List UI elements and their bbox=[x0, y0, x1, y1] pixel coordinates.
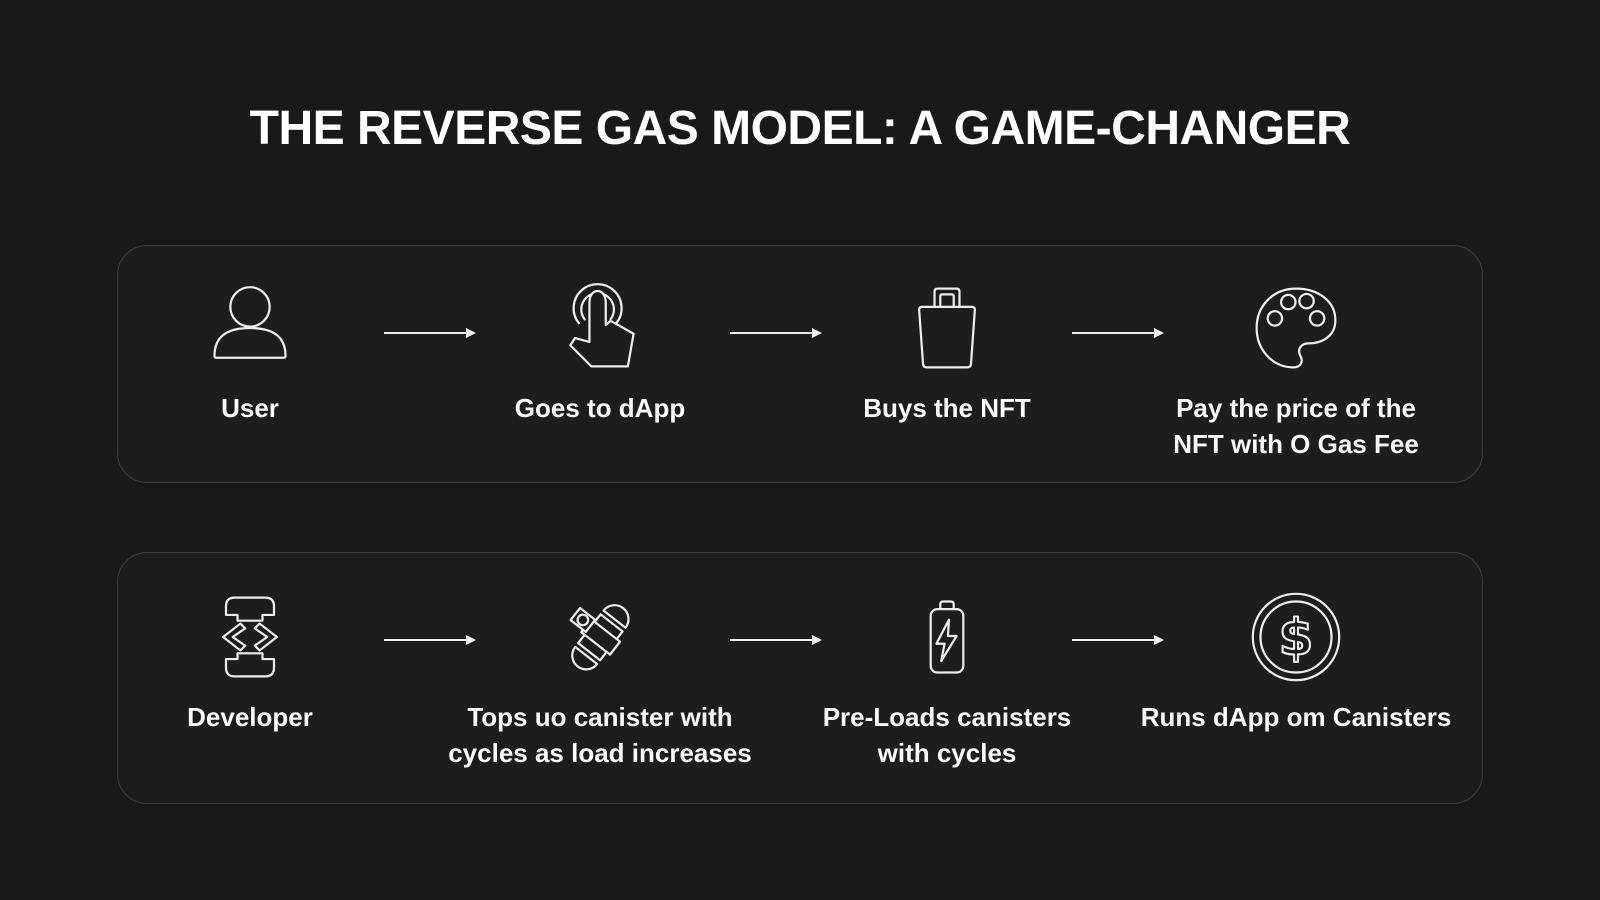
step-label: Pay the price of the NFT with O Gas Fee bbox=[1173, 393, 1419, 459]
step-goes-to-dapp: Goes to dApp bbox=[440, 278, 760, 426]
step-pay-zero-gas: Pay the price of the NFT with O Gas Fee bbox=[1136, 278, 1456, 462]
developer-flow-panel bbox=[117, 552, 1483, 804]
step-label: Pre-Loads canisters with cycles bbox=[822, 702, 1072, 768]
arrow-icon bbox=[729, 633, 823, 647]
step-user: User bbox=[90, 278, 410, 426]
dollar-coin-icon: $ bbox=[1246, 587, 1346, 687]
developer-phone-icon bbox=[200, 587, 300, 687]
user-icon bbox=[200, 278, 300, 378]
step-top-up-canister: Tops uo canister with cycles as load inc… bbox=[440, 587, 760, 771]
page-title: THE REVERSE GAS MODEL: A GAME-CHANGER bbox=[249, 102, 1351, 155]
step-label: Runs dApp om Canisters bbox=[1140, 702, 1452, 732]
dollar-glyph: $ bbox=[1279, 608, 1314, 666]
step-label: User bbox=[221, 393, 279, 423]
step-runs-dapp: $ Runs dApp om Canisters bbox=[1136, 587, 1456, 735]
step-buys-nft: Buys the NFT bbox=[787, 278, 1107, 426]
user-flow-panel bbox=[117, 245, 1483, 483]
palette-icon bbox=[1246, 278, 1346, 378]
tap-icon bbox=[550, 278, 650, 378]
battery-icon bbox=[897, 587, 997, 687]
step-developer: Developer bbox=[90, 587, 410, 735]
step-label: Buys the NFT bbox=[863, 393, 1031, 423]
arrow-icon bbox=[383, 326, 477, 340]
step-label: Goes to dApp bbox=[514, 393, 686, 423]
step-label: Tops uo canister with cycles as load inc… bbox=[448, 702, 752, 768]
arrow-icon bbox=[383, 633, 477, 647]
step-label: Developer bbox=[187, 702, 313, 732]
arrow-icon bbox=[1071, 326, 1165, 340]
step-preload-canisters: Pre-Loads canisters with cycles bbox=[787, 587, 1107, 771]
shopping-bag-icon bbox=[897, 278, 997, 378]
arrow-icon bbox=[729, 326, 823, 340]
canister-icon bbox=[550, 587, 650, 687]
arrow-icon bbox=[1071, 633, 1165, 647]
